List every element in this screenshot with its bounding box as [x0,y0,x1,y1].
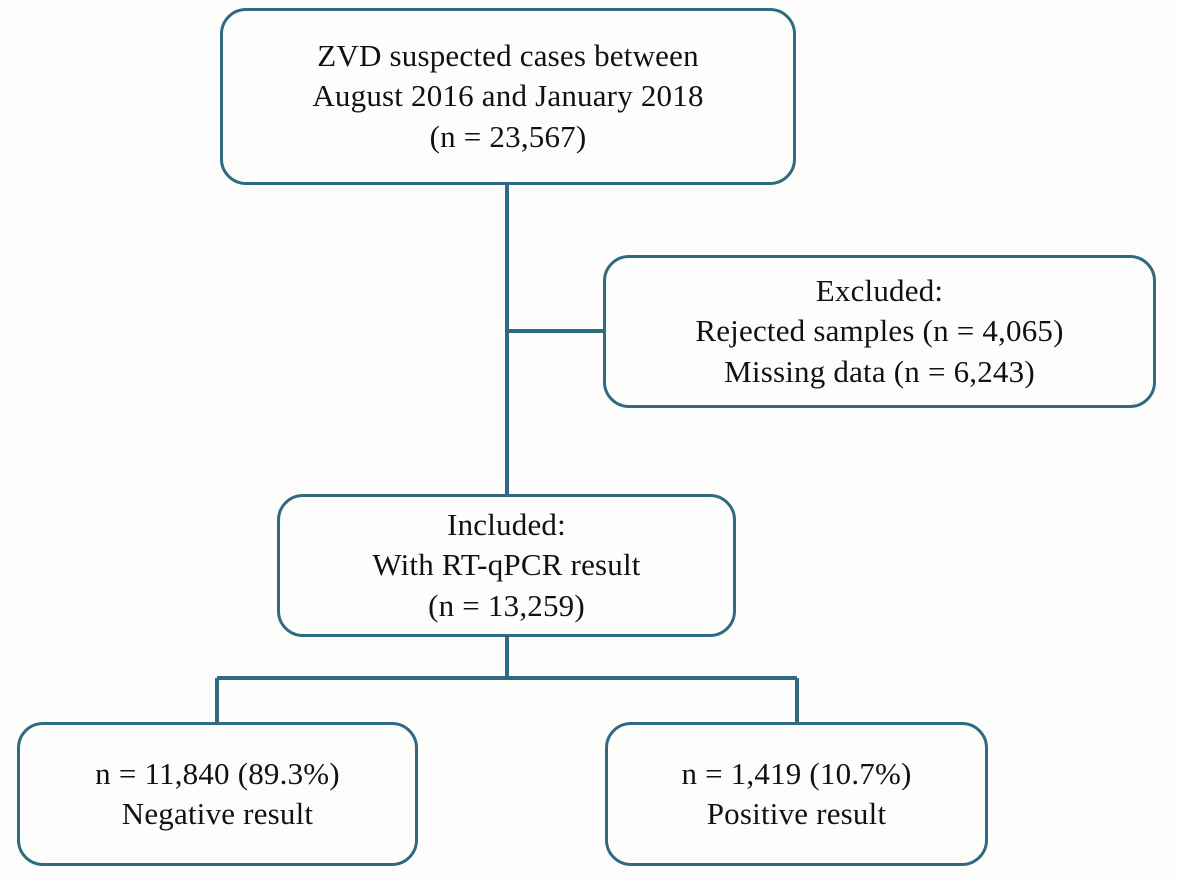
node-line: Included: [447,507,566,543]
node-zvd-suspected-cases: ZVD suspected cases between August 2016 … [220,8,796,185]
node-line: ZVD suspected cases between [317,38,699,74]
node-line: (n = 23,567) [429,118,587,154]
node-line: Rejected samples (n = 4,065) [695,313,1064,349]
node-line: Positive result [706,796,887,831]
node-line: n = 1,419 (10.7%) [681,755,912,791]
node-line: With RT-qPCR result [372,547,641,583]
node-excluded: Excluded: Rejected samples (n = 4,065) M… [603,255,1156,408]
node-positive-result: n = 1,419 (10.7%) Positive result [605,722,988,866]
node-line: Excluded: [815,273,944,309]
node-negative-result: n = 11,840 (89.3%) Negative result [17,722,418,866]
node-included: Included: With RT-qPCR result (n = 13,25… [277,494,736,637]
node-line: n = 11,840 (89.3%) [95,755,340,791]
node-line: Missing data (n = 6,243) [724,353,1035,389]
node-line: August 2016 and January 2018 [312,78,704,114]
node-line: Negative result [121,796,314,831]
node-line: (n = 13,259) [428,587,585,623]
